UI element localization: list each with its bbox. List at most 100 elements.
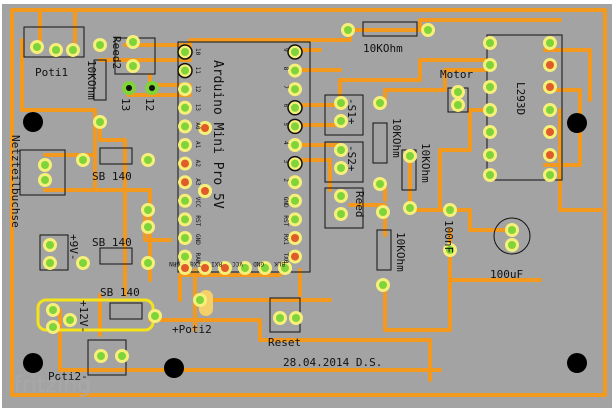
- pad: [287, 155, 303, 172]
- label-poti2: +Poti2: [172, 323, 212, 336]
- pad: [178, 138, 192, 152]
- pin-label-left: 11: [194, 67, 201, 75]
- pad: [288, 249, 302, 264]
- pad: [543, 103, 557, 117]
- label-date: 28.04.2014 D.S.: [283, 356, 382, 369]
- pad: [543, 36, 557, 50]
- label-r2: 10KOhm: [419, 143, 432, 183]
- pad: [94, 349, 108, 363]
- pin-label-right: 7: [282, 85, 289, 89]
- pad: [483, 58, 497, 72]
- pad: [288, 231, 302, 245]
- pad: [483, 36, 497, 50]
- pad: [178, 249, 192, 264]
- pad: [38, 173, 52, 187]
- pad: [66, 43, 80, 57]
- pad: [198, 261, 212, 275]
- pad: [334, 114, 348, 128]
- pad: [505, 223, 519, 237]
- label-netzteilbuchse: Netzteilbuchse: [9, 135, 22, 228]
- pin-label-right: TX0: [282, 253, 289, 264]
- pad: [76, 256, 90, 270]
- pad: [43, 238, 57, 252]
- label-100uf: 100uF: [490, 268, 523, 281]
- pin-label-left: 13: [194, 104, 201, 112]
- pad: [334, 161, 348, 175]
- pin-label-right: 6: [282, 104, 289, 108]
- pad: [93, 38, 107, 52]
- pin-label-left: RST: [194, 215, 201, 226]
- pad: [178, 82, 192, 97]
- pad: [126, 59, 140, 73]
- pad: [178, 100, 192, 115]
- pad: [373, 96, 387, 110]
- label-pin12: 12: [143, 98, 156, 111]
- label-reset: Reset: [268, 336, 301, 349]
- pin-label-bottom: TX0: [190, 260, 201, 267]
- pin-label-left: A2: [194, 160, 201, 168]
- pad: [288, 63, 302, 78]
- fritzing-watermark: fritzing: [14, 373, 91, 398]
- pad: [443, 203, 457, 217]
- pin-label-left: VCC: [194, 197, 201, 208]
- pad: [288, 175, 302, 190]
- pin-label-left: A3: [194, 178, 201, 186]
- pin-label-bottom: VCC: [232, 260, 243, 267]
- pad: [287, 100, 303, 116]
- pad: [30, 40, 44, 54]
- pad: [198, 184, 212, 198]
- label-s2: -S2+: [345, 145, 358, 172]
- pin-label-bottom: RXI: [211, 260, 222, 267]
- pad: [278, 261, 292, 275]
- pad: [373, 177, 387, 191]
- pad: [341, 23, 355, 37]
- pad: [178, 231, 192, 245]
- pad: [76, 153, 90, 167]
- label-reed: Reed: [353, 191, 366, 218]
- pad: [198, 121, 212, 135]
- label-100nf: 100nF: [442, 220, 455, 253]
- label-pin13: 13: [119, 98, 132, 111]
- pad: [505, 238, 519, 252]
- pin-label-left: GND: [194, 234, 201, 245]
- pad: [93, 115, 107, 129]
- pad: [376, 205, 390, 219]
- label-poti2-bottom: Poti2-: [48, 370, 88, 383]
- label-l293d: L293D: [514, 82, 527, 115]
- pin-label-left: 10: [194, 48, 201, 56]
- pad: [115, 349, 129, 363]
- pin-label-right: 3: [282, 160, 289, 164]
- pad: [483, 125, 497, 139]
- pin-label-bottom: GRN: [169, 260, 180, 267]
- pad: [543, 80, 557, 94]
- pad: [543, 168, 557, 182]
- label-sb140-2: SB 140: [92, 236, 132, 249]
- pin-label-right: 2: [282, 178, 289, 182]
- pad: [421, 23, 435, 37]
- pad: [483, 148, 497, 162]
- pad: [126, 35, 140, 49]
- pad: [287, 118, 303, 135]
- pad: [543, 58, 557, 72]
- label-12v: +12V-: [77, 300, 90, 333]
- pad: [178, 156, 192, 171]
- pad: [483, 103, 497, 117]
- label-motor: Motor: [440, 68, 473, 81]
- label-s1: -S1+: [345, 98, 358, 125]
- pad: [543, 125, 557, 139]
- pad: [148, 309, 162, 323]
- pad: [376, 278, 390, 292]
- pin-label-right: RST: [282, 215, 289, 226]
- pad: [178, 193, 192, 208]
- pads: [30, 23, 557, 363]
- pad: [177, 62, 193, 79]
- pad: [288, 212, 302, 227]
- label-sb140-1: SB 140: [92, 170, 132, 183]
- pad: [451, 85, 465, 99]
- pin-label-bottom: BLK: [274, 260, 285, 267]
- pad: [543, 148, 557, 162]
- pad: [288, 82, 302, 97]
- pin-label-bottom: GND: [253, 260, 264, 267]
